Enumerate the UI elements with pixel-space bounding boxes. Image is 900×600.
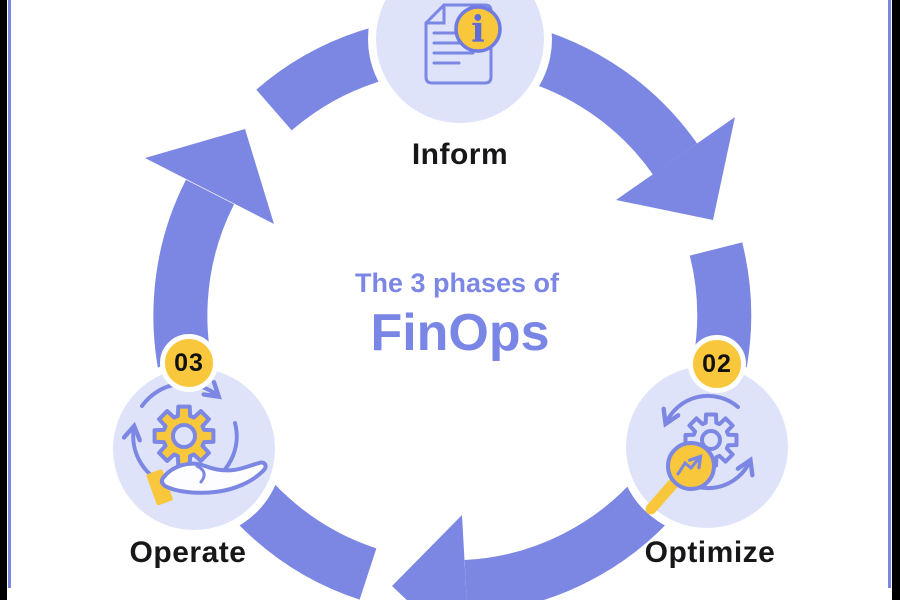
diagram-title-big: FinOps [370,304,550,362]
hand [159,460,268,495]
document-fold [424,3,446,25]
diagram-title-small: The 3 phases of [354,268,560,298]
phase-badge-02: 02 [688,335,746,393]
phase-label-operate: Operate [129,536,247,569]
info-badge-circle [454,5,502,53]
phase-label-optimize: Optimize [644,536,776,569]
document-info-icon: i [424,3,502,85]
ring-arrowhead-upper-right [616,117,735,220]
frame-bar-right [892,0,900,600]
cycle-arrow-top [666,393,740,423]
frame-border-right [888,0,891,588]
document-outline [424,3,493,85]
trend-arrow [676,457,700,476]
info-i-glyph: i [471,9,485,51]
gear-hub [700,429,722,451]
phase-label-inform: Inform [411,138,509,171]
gear-hub [171,423,197,449]
frame-bar-left [0,0,7,600]
thumb-line [195,464,206,484]
ring-arrowhead-upper-left [145,129,274,224]
hand-cuff [146,469,173,506]
ring-arrowhead-bottom [392,515,467,600]
hand-gear-cycle-icon [133,384,268,506]
magnifier-gear-cycle-icon [645,393,750,515]
inform-circle [376,0,544,123]
gear-outline [683,412,739,468]
phase-badge-03: 03 [160,334,218,392]
frame-border-left [8,0,11,588]
magnifier-handle [645,478,679,515]
